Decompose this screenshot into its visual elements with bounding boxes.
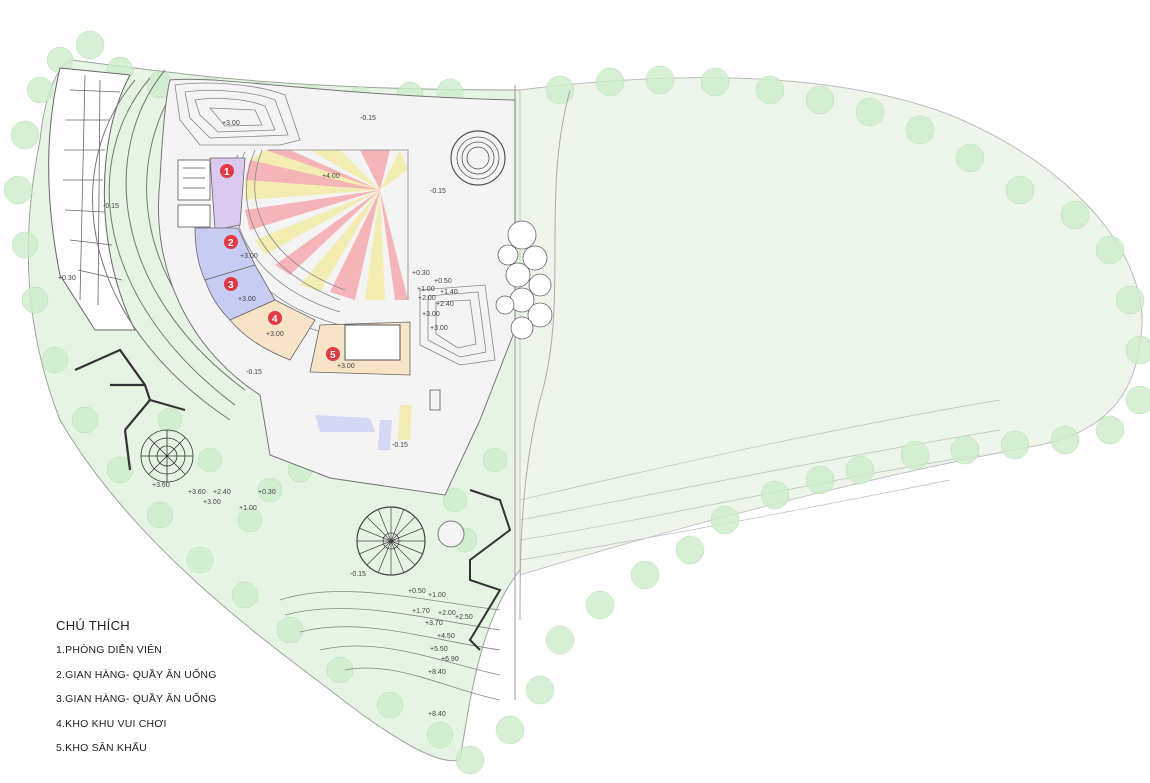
legend-item-5: 5.KHO SÂN KHẤU <box>56 742 147 755</box>
east-lawn <box>519 77 1143 576</box>
legend: CHÚ THÍCH 1.PHÒNG DIỄN VIÊN 2.GIAN HÀNG-… <box>56 618 217 767</box>
elev-stage: +4.00 <box>322 173 340 180</box>
legend-item-3: 3.GIAN HÀNG- QUẦY ĂN UỐNG <box>56 693 217 706</box>
room-4-fill <box>229 299 316 361</box>
east-path <box>519 89 571 621</box>
elev-bowl-a: +0.30 <box>412 270 430 277</box>
elev-west-path: -0.15 <box>103 203 119 210</box>
elev-garden-a: +3.60 <box>188 489 206 496</box>
elev-ramp-c: +1.70 <box>412 608 430 615</box>
room-markers <box>220 164 340 361</box>
contour-east <box>419 284 496 366</box>
legend-title: CHÚ THÍCH <box>56 618 130 633</box>
service-block <box>177 159 211 228</box>
east-lawn-lines <box>519 399 1001 561</box>
lower-plaza-features <box>315 389 441 450</box>
room-marker-3 <box>224 277 238 291</box>
south-terraces <box>279 591 501 701</box>
elev-bowl-g: +3.00 <box>422 311 440 318</box>
legend-item-2: 2.GIAN HÀNG- QUẦY ĂN UỐNG <box>56 668 217 681</box>
room-marker-1 <box>220 164 234 178</box>
elev-bowl-f: +2.40 <box>436 301 454 308</box>
room-number-2: 2 <box>228 238 234 249</box>
elev-ramp-h: +5.50 <box>430 646 448 653</box>
elev-ramp-f: +3.70 <box>425 620 443 627</box>
legend-item-1: 1.PHÒNG DIỄN VIÊN <box>56 644 163 656</box>
room-elevation-3: +3.00 <box>238 296 256 303</box>
stage-block <box>344 324 401 361</box>
room-number-3: 3 <box>228 280 234 291</box>
west-building <box>48 67 136 331</box>
trees <box>3 30 1150 775</box>
elev-ramp-d: +2.00 <box>438 610 456 617</box>
elev-plaza-north: -0.15 <box>360 115 376 122</box>
elev-bowl-h: +3.00 <box>430 325 448 332</box>
elev-ramp-j: +8.40 <box>428 669 446 676</box>
elev-top: +3.00 <box>222 120 240 127</box>
elev-ramp-k: +8.40 <box>428 711 446 718</box>
elev-garden-b: +2.40 <box>213 489 231 496</box>
room-marker-5 <box>326 347 340 361</box>
tent-network <box>74 348 186 471</box>
tent-structure <box>140 429 194 483</box>
elev-garden-d: +0.30 <box>258 489 276 496</box>
elev-ramp-g: +4.50 <box>437 633 455 640</box>
ramp-zigzag <box>468 489 512 651</box>
room-number-5: 5 <box>330 350 336 361</box>
contour-north <box>174 82 301 146</box>
small-roundabout <box>437 520 465 548</box>
room-marker-4 <box>268 311 282 325</box>
elev-ramp-a: +0.50 <box>408 588 426 595</box>
room-number-1: 1 <box>224 167 230 178</box>
elev-ramp-b: +1.00 <box>428 592 446 599</box>
round-pavilion <box>450 130 506 186</box>
room-elevation-4: +3.00 <box>266 331 284 338</box>
elev-lower-plaza: -0.15 <box>246 369 262 376</box>
room-1-fill <box>209 157 246 231</box>
room-marker-2 <box>224 235 238 249</box>
radial-pavilion <box>356 506 426 576</box>
tree-cluster <box>495 220 553 340</box>
elev-garden-e: +1.00 <box>239 505 257 512</box>
legend-item-4: 4.KHO KHU VUI CHƠI <box>56 717 167 730</box>
elev-bowl-c: +1.00 <box>417 286 435 293</box>
elev-ramp-i: +6.90 <box>441 656 459 663</box>
elev-south-plaza: -0.15 <box>392 442 408 449</box>
elev-bowl-b: +0.50 <box>434 278 452 285</box>
elev-far-west: +0.30 <box>58 275 76 282</box>
elev-ramp-e: +2.50 <box>455 614 473 621</box>
elev-bowl-e: +2.00 <box>418 295 436 302</box>
elevation-labels: +3.00 -0.15 -0.15 -0.15 +0.30 +4.00 -0.1… <box>58 115 473 718</box>
elev-plaza-east: -0.15 <box>430 188 446 195</box>
elev-garden-c: +3.00 <box>203 499 221 506</box>
room-elevation-2: +3.00 <box>240 253 258 260</box>
room-elevation-5: +3.00 <box>337 363 355 370</box>
west-building-rooms <box>63 74 123 306</box>
elev-bowl-d: +1.40 <box>440 289 458 296</box>
elev-south-main: -0.15 <box>350 571 366 578</box>
room-number-4: 4 <box>272 314 278 325</box>
elev-tent: +3.60 <box>152 482 170 489</box>
amphitheatre-rays <box>245 150 408 300</box>
